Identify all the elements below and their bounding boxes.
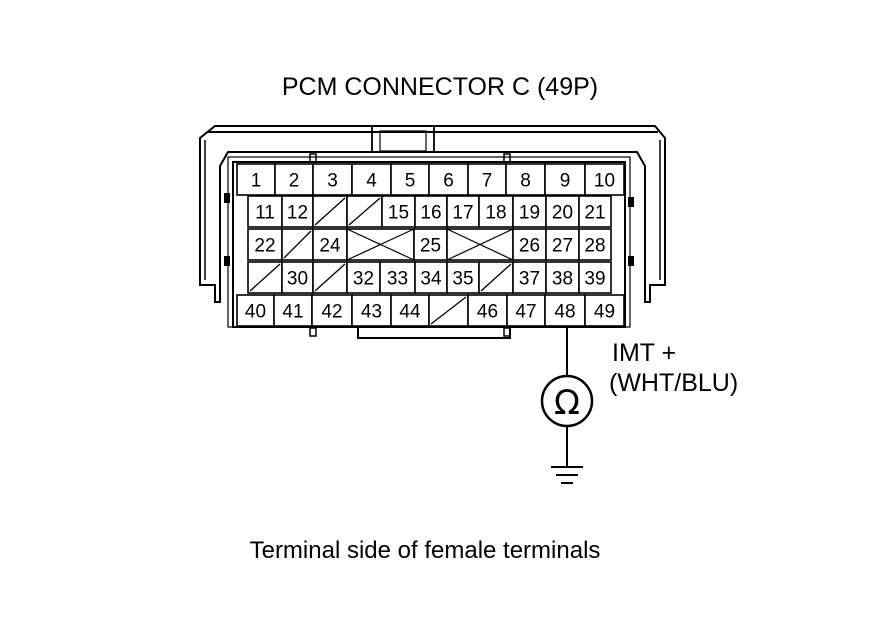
- blank-slash-mark: [348, 197, 381, 226]
- pin-cell-40: [236, 294, 275, 327]
- connector-housing: [199, 125, 666, 339]
- pin-label-33: 33: [387, 269, 408, 290]
- pin-cell-9: [544, 163, 586, 196]
- pin-label-35: 35: [452, 269, 473, 290]
- pin-cell-43: [351, 294, 392, 327]
- blank-slash-mark: [480, 263, 512, 292]
- probe-label-line1: IMT +: [612, 339, 676, 367]
- probe-circuit: [540, 326, 594, 484]
- pin-cell-15: [381, 195, 416, 228]
- pin-cell-44: [390, 294, 430, 327]
- blank-cross-mark: [346, 228, 415, 261]
- pin-label-6: 6: [443, 171, 454, 192]
- pin-label-43: 43: [361, 302, 382, 323]
- pin-cell-7: [467, 163, 507, 196]
- pin-label-41: 41: [282, 302, 303, 323]
- pin-cell-49: [584, 294, 625, 327]
- pin-cell-28: [578, 228, 612, 261]
- pin-label-27: 27: [552, 236, 573, 257]
- pin-label-34: 34: [420, 269, 442, 290]
- pin-label-2: 2: [289, 171, 300, 192]
- pin-cell-39: [578, 261, 612, 294]
- pin-label-5: 5: [405, 171, 416, 192]
- pin-label-40: 40: [245, 302, 266, 323]
- pin-label-20: 20: [552, 203, 573, 224]
- pin-label-46: 46: [477, 302, 498, 323]
- diagram-caption: Terminal side of female terminals: [250, 537, 601, 564]
- pin-label-48: 48: [554, 302, 575, 323]
- pin-cell-32: [346, 261, 381, 294]
- connector-keys: [224, 153, 634, 337]
- pin-label-21: 21: [584, 203, 605, 224]
- pin-label-8: 8: [520, 171, 531, 192]
- pin-label-26: 26: [519, 236, 540, 257]
- pin-cell-20: [545, 195, 580, 228]
- pin-label-28: 28: [584, 236, 605, 257]
- pin-label-17: 17: [452, 203, 473, 224]
- pin-cell-30: [281, 261, 314, 294]
- pin-label-7: 7: [482, 171, 493, 192]
- pin-cell-34: [414, 261, 448, 294]
- pin-label-37: 37: [519, 269, 540, 290]
- pin-cell-41: [273, 294, 313, 327]
- pin-label-10: 10: [594, 171, 615, 192]
- pin-label-39: 39: [584, 269, 605, 290]
- pin-label-15: 15: [388, 203, 409, 224]
- pin-label-4: 4: [366, 171, 377, 192]
- pin-cell-1: [236, 163, 276, 196]
- blank-slash-mark: [249, 263, 281, 292]
- pin-label-3: 3: [327, 171, 338, 192]
- pin-cell-21: [578, 195, 612, 228]
- probe-label-line2: (WHT/BLU): [609, 369, 738, 397]
- pin-cell-46: [467, 294, 508, 327]
- pin-label-12: 12: [287, 203, 308, 224]
- blank-slash-mark: [430, 296, 467, 325]
- pin-cell-26: [512, 228, 547, 261]
- blank-slash-mark: [314, 197, 346, 226]
- pin-label-22: 22: [254, 236, 275, 257]
- pin-label-11: 11: [255, 203, 275, 224]
- pin-label-32: 32: [353, 269, 374, 290]
- pin-label-9: 9: [560, 171, 571, 192]
- pin-label-38: 38: [552, 269, 573, 290]
- pin-label-18: 18: [485, 203, 506, 224]
- pin-label-44: 44: [399, 302, 421, 323]
- blank-slash-mark: [314, 263, 346, 292]
- blank-cross-mark: [446, 228, 514, 261]
- blank-slash-mark: [283, 230, 312, 259]
- pin-label-24: 24: [319, 236, 341, 257]
- ground-icon: [551, 466, 583, 484]
- pin-label-16: 16: [420, 203, 441, 224]
- pin-label-42: 42: [321, 302, 342, 323]
- pin-label-49: 49: [594, 302, 615, 323]
- pin-label-1: 1: [251, 171, 262, 192]
- pin-label-47: 47: [515, 302, 536, 323]
- pin-cell-47: [506, 294, 546, 327]
- pin-cell-3: [312, 163, 353, 196]
- pin-cell-48: [544, 294, 586, 327]
- pin-cell-10: [584, 163, 625, 196]
- pin-cell-33: [379, 261, 416, 294]
- pin-cell-8: [505, 163, 546, 196]
- pin-label-19: 19: [519, 203, 540, 224]
- ohm-symbol: Ω: [554, 383, 580, 423]
- pin-label-25: 25: [420, 236, 441, 257]
- pin-label-30: 30: [287, 269, 308, 290]
- diagram-title: PCM CONNECTOR C (49P): [282, 73, 598, 101]
